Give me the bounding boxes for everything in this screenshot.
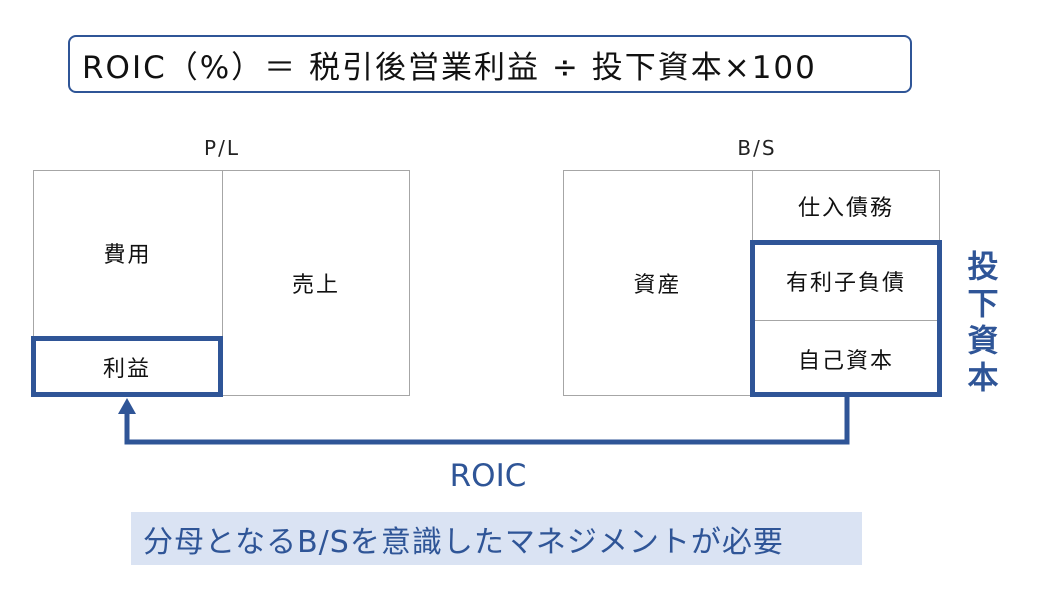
- pl-profit-highlight: [31, 336, 223, 397]
- formula-box: ROIC（%）＝ 税引後営業利益 ÷ 投下資本×100: [68, 35, 912, 93]
- note-box: 分母となるB/Sを意識したマネジメントが必要: [131, 512, 862, 565]
- roic-arrow-line: [124, 397, 850, 445]
- invested-capital-label: 投下資本: [961, 250, 998, 398]
- roic-arrow-head: [118, 398, 136, 414]
- bs-debt-cell: 有利子負債: [785, 271, 906, 296]
- pl-title: P/L: [204, 136, 240, 160]
- bs-assets-cell: 資産: [633, 273, 682, 298]
- pl-divider: [222, 170, 223, 396]
- note-text: 分母となるB/Sを意識したマネジメントが必要: [143, 524, 784, 560]
- pl-profit-cell: 利益: [102, 356, 151, 382]
- pl-expense-cell: 費用: [103, 243, 152, 268]
- pl-sales-cell: 売上: [291, 273, 340, 298]
- bs-invested-capital-highlight: [750, 240, 942, 397]
- roic-label: ROIC: [449, 458, 527, 494]
- bs-title: B/S: [737, 136, 777, 160]
- formula-text: ROIC（%）＝ 税引後営業利益 ÷ 投下資本×100: [82, 49, 817, 86]
- bs-row-divider-2: [752, 320, 940, 321]
- bs-payables-cell: 仕入債務: [797, 195, 894, 221]
- bs-equity-cell: 自己資本: [797, 348, 894, 374]
